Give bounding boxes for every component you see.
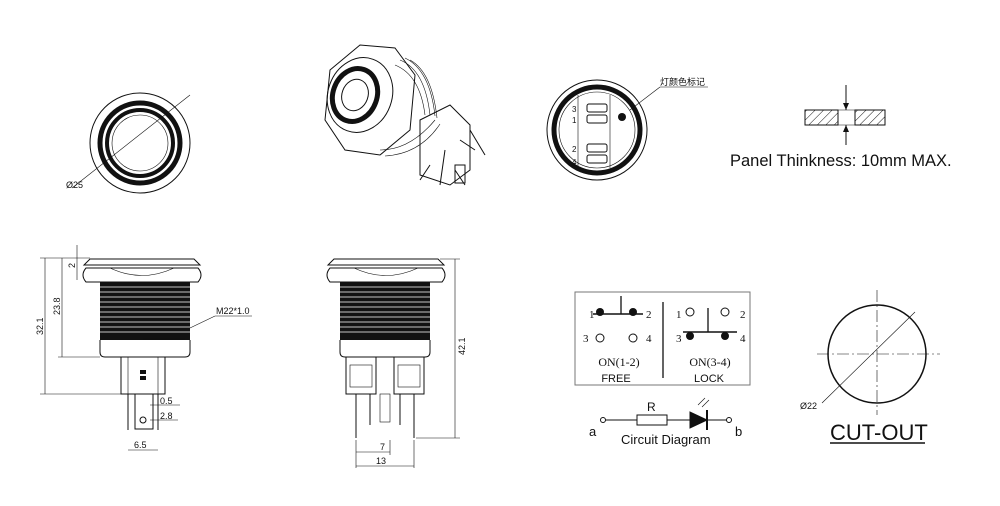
dim-b: 13 [376, 456, 386, 466]
side-view-left: 32.1 23.8 2 M22*1.0 0.5 2.8 6.5 [35, 245, 252, 451]
pin-label: 3 [583, 333, 589, 345]
resistor-label: R [647, 400, 656, 414]
dim-pin-width: 2.8 [160, 411, 173, 421]
front-view: Ø25 [66, 92, 191, 194]
pin-label: 4 [572, 158, 577, 167]
thread-spec-label: M22*1.0 [216, 306, 250, 316]
panel-thickness-diagram: Panel Thinkness: 10mm MAX. [730, 85, 952, 170]
left-mode: FREE [601, 373, 630, 385]
pin-label: 1 [589, 309, 595, 321]
right-mode: LOCK [694, 373, 725, 385]
dim-cap-height: 2 [67, 263, 77, 268]
pin-label: 2 [646, 309, 652, 321]
pin-label: 3 [676, 333, 682, 345]
circuit-caption: Circuit Diagram [621, 432, 711, 447]
cutout-diagram: Ø22 CUT-OUT [800, 290, 940, 445]
front-diameter-label: Ø25 [66, 180, 83, 190]
pin-label: 2 [740, 309, 746, 321]
dim-total-height: 32.1 [35, 317, 45, 335]
switch-state-diagram: 1 2 3 4 1 2 3 4 ON(1-2) ON(3-4) FREE LOC… [574, 291, 751, 386]
right-state: ON(3-4) [689, 355, 730, 369]
terminal-a: a [589, 424, 597, 439]
dim-pin-thickness: 0.5 [160, 396, 173, 406]
panel-thickness-text: Panel Thinkness: 10mm MAX. [730, 152, 952, 170]
dim-pin-spacing: 6.5 [134, 440, 147, 450]
pin-label: 3 [572, 105, 577, 114]
left-state: ON(1-2) [598, 355, 639, 369]
isometric-view [324, 44, 486, 186]
pin-label: 4 [646, 333, 652, 345]
cutout-diameter-label: Ø22 [800, 401, 817, 411]
cutout-title: CUT-OUT [830, 420, 928, 445]
pin-label: 1 [572, 116, 577, 125]
dim-body-height: 23.8 [52, 297, 62, 315]
circuit-diagram: a b R Circuit Diagram [589, 397, 742, 447]
dim-a: 7 [380, 442, 385, 452]
pin-label: 2 [572, 145, 577, 154]
dim-total-height-right: 42.1 [457, 337, 467, 355]
led-color-mark-label: 灯颜色标记 [660, 76, 705, 87]
rear-view: 3 1 2 4 灯颜色标记 [546, 76, 708, 181]
pin-label: 1 [676, 309, 682, 321]
terminal-b: b [735, 424, 742, 439]
side-view-right: 42.1 7 13 [326, 258, 467, 468]
pin-label: 4 [740, 333, 746, 345]
